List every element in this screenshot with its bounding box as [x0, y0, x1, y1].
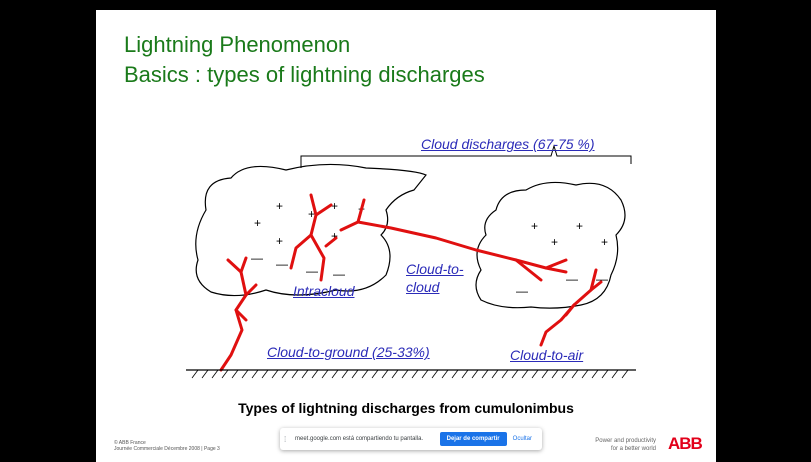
- lightning-diagram: +++ +++ +—— —— +++ +—— —: [186, 144, 636, 379]
- left-cloud-charges: +++ +++ +—— ——: [251, 199, 365, 281]
- right-cloud: [475, 181, 626, 309]
- svg-text:+: +: [308, 207, 315, 221]
- stop-sharing-button[interactable]: Dejar de compartir: [439, 432, 507, 446]
- intracloud-label: Intracloud: [293, 283, 355, 299]
- drag-handle-icon[interactable]: ⁞: [284, 434, 287, 444]
- tagline-line-2: for a better world: [610, 446, 656, 452]
- cloud-to-air-label: Cloud-to-air: [510, 347, 584, 363]
- svg-text:+: +: [254, 216, 261, 230]
- footer-left: © ABB France Journée Commerciale Décembr…: [114, 440, 220, 452]
- tagline-line-1: Power and productivity: [595, 438, 656, 444]
- left-cloud: [195, 163, 427, 297]
- cloud-to-cloud-label-2: cloud: [406, 279, 440, 295]
- cloud-to-ground-label: Cloud-to-ground (25-33%): [267, 344, 430, 360]
- svg-text:—: —: [516, 284, 528, 298]
- svg-text:+: +: [551, 235, 558, 249]
- svg-text:—: —: [333, 267, 345, 281]
- screen-share-bar: ⁞ meet.google.com está compartiendo tu p…: [280, 428, 542, 450]
- figure-caption: Types of lightning discharges from cumul…: [238, 400, 574, 416]
- svg-text:+: +: [331, 199, 338, 213]
- svg-text:—: —: [251, 251, 263, 265]
- svg-text:—: —: [276, 257, 288, 271]
- ground-hatching: [191, 369, 629, 379]
- svg-text:+: +: [276, 199, 283, 213]
- svg-text:—: —: [306, 264, 318, 278]
- right-cloud-charges: +++ +—— —: [516, 219, 608, 298]
- cloud-discharges-label: Cloud discharges (67-75 %): [421, 136, 595, 152]
- abb-logo: ABB: [668, 434, 703, 453]
- svg-text:—: —: [566, 272, 578, 286]
- svg-text:+: +: [331, 229, 338, 243]
- svg-text:+: +: [531, 219, 538, 233]
- share-message: meet.google.com está compartiendo tu pan…: [295, 436, 424, 442]
- svg-text:+: +: [601, 235, 608, 249]
- hide-button[interactable]: Ocultar: [512, 436, 532, 442]
- footer-copyright: © ABB France: [114, 440, 146, 446]
- presentation-slide: Lightning Phenomenon Basics : types of l…: [96, 10, 716, 462]
- cloud-discharges-brace: [300, 144, 632, 168]
- slide-title: Lightning Phenomenon: [124, 32, 351, 57]
- footer-page-info: Journée Commerciale Décembre 2008 | Page…: [114, 446, 220, 452]
- slide-subtitle: Basics : types of lightning discharges: [124, 62, 485, 87]
- lightning-bolts: [219, 193, 603, 372]
- footer-tagline: Power and productivity for a better worl…: [595, 437, 656, 453]
- cloud-to-cloud-label-1: Cloud-to-: [406, 261, 464, 277]
- svg-text:+: +: [276, 234, 283, 248]
- svg-text:+: +: [576, 219, 583, 233]
